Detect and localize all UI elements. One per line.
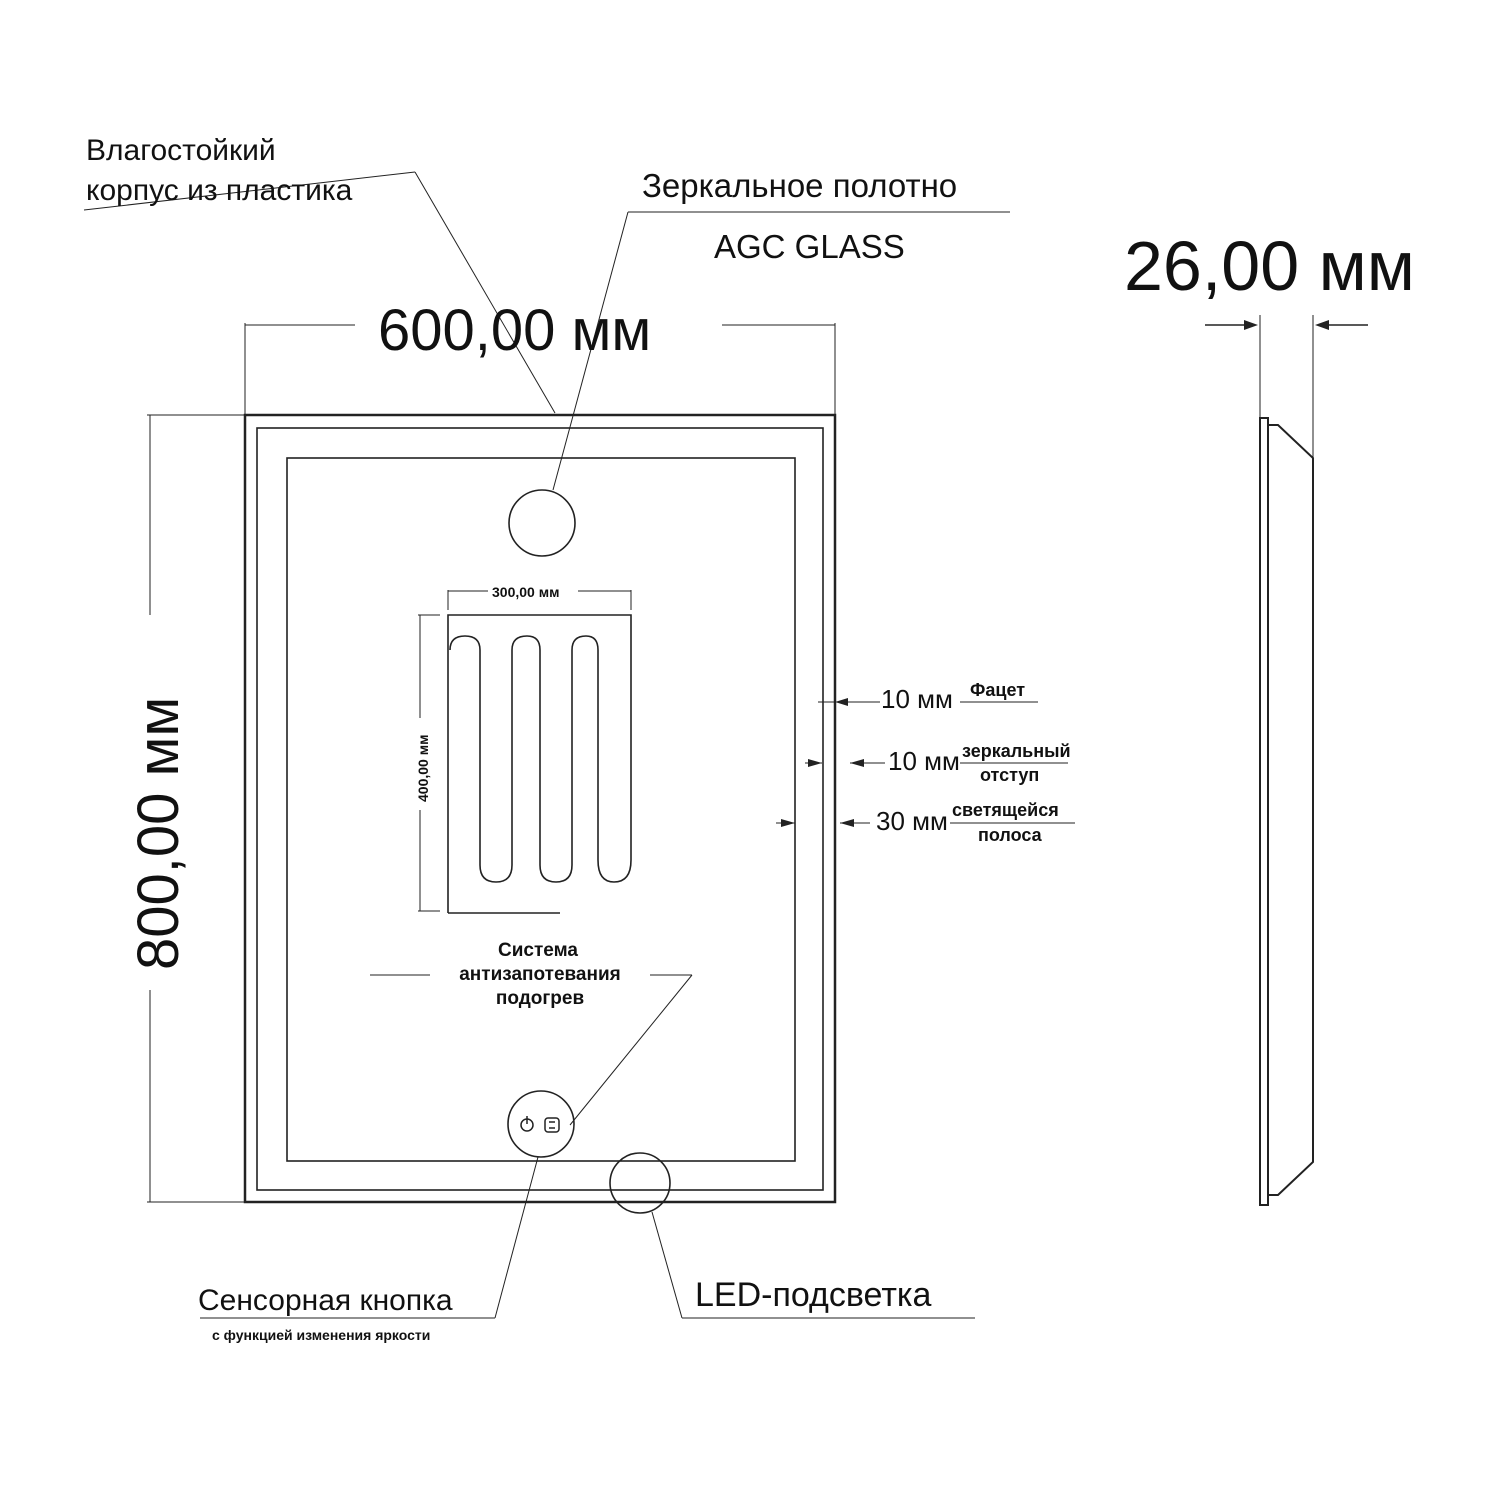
led-label: LED-подсветка	[695, 1276, 932, 1314]
power-icon	[520, 1116, 534, 1132]
indent-value: 10 мм	[888, 746, 960, 776]
strip-label-line2: полоса	[978, 825, 1043, 845]
strip-label-line1: светящейся	[952, 800, 1059, 820]
mirror-callout-circle	[508, 489, 576, 557]
heater-height-label: 400,00 мм	[415, 735, 431, 802]
depth-dimension-label: 26,00 мм	[1124, 227, 1415, 305]
height-dimension-label: 800,00 мм	[126, 697, 191, 970]
antifog-label-line3: подогрев	[496, 988, 584, 1009]
width-dimension-label: 600,00 мм	[378, 298, 651, 363]
mirror-facet-frame	[256, 427, 824, 1191]
led-callout-circle	[609, 1152, 671, 1214]
touch-button-circle	[507, 1090, 575, 1158]
indent-label-line1: зеркальный	[962, 741, 1071, 761]
facet-value: 10 мм	[881, 684, 953, 714]
touch-button-label: Сенсорная кнопка	[198, 1284, 453, 1317]
facet-label: Фацет	[970, 680, 1025, 700]
side-profile	[1259, 417, 1269, 1206]
touch-button-sublabel: с функцией изменения яркости	[212, 1327, 430, 1343]
antifog-label-line2: антизапотевания	[459, 964, 621, 985]
housing-label-line1: Влагостойкий	[86, 134, 276, 167]
heater-pad-outline	[447, 614, 632, 913]
strip-value: 30 мм	[876, 806, 948, 836]
mirror-glass-label-line2: AGC GLASS	[714, 228, 905, 265]
heater-width-label: 300,00 мм	[492, 584, 559, 600]
antifog-label-line1: Система	[498, 940, 578, 961]
side-profile-body	[1268, 424, 1314, 1196]
indent-label-line2: отступ	[980, 765, 1039, 785]
mirror-glow-strip	[286, 457, 796, 1162]
mirror-glass-label-line1: Зеркальное полотно	[642, 167, 957, 204]
housing-label-line2: корпус из пластика	[86, 174, 353, 207]
brightness-icon	[544, 1117, 560, 1133]
mirror-outer-frame	[243, 413, 837, 1204]
